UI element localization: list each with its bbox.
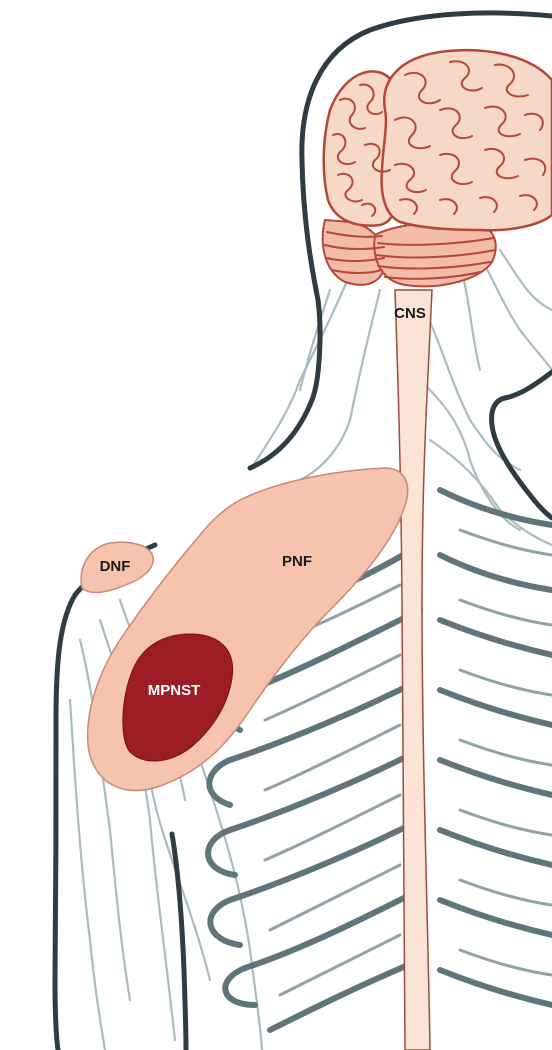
mpnst-label: MPNST: [148, 682, 201, 699]
cns-label: CNS: [394, 305, 426, 322]
pnf-label: PNF: [282, 553, 312, 570]
cerebellum-right: [374, 222, 495, 286]
dnf-label: DNF: [100, 558, 131, 575]
brain: [323, 50, 552, 286]
